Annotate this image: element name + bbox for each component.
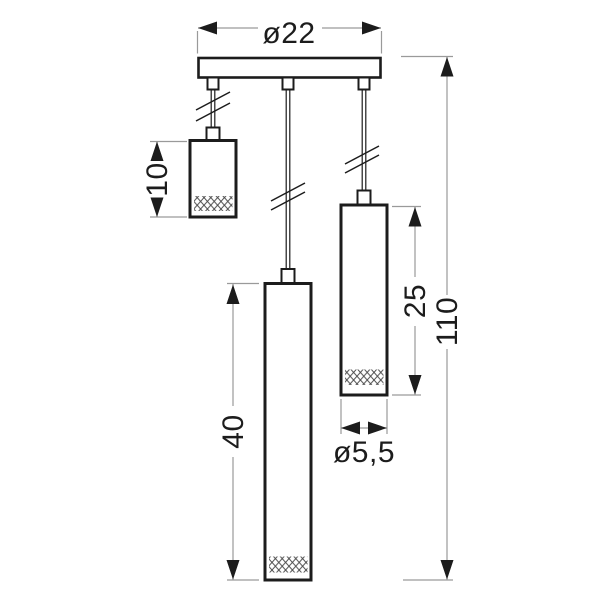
dim-label-total-height: 110 — [431, 297, 464, 346]
arrow-up-icon — [150, 141, 164, 161]
dim-shade-diameter: ø5,5 — [333, 399, 395, 469]
extension-lines — [401, 55, 453, 581]
arrow-up-icon — [440, 57, 454, 77]
arrow-left-icon — [341, 421, 360, 435]
arrow-down-icon — [226, 560, 240, 580]
lamp-body — [188, 56, 389, 582]
hatch-band-medium — [345, 369, 384, 385]
shade-socket-right — [356, 189, 372, 206]
dim-label-long-shade-height: 40 — [217, 414, 250, 448]
arrow-down-icon — [440, 560, 454, 580]
dim-long-shade-height: 40 — [217, 282, 259, 581]
hatch-band-long — [269, 556, 308, 573]
extension-lines — [196, 31, 383, 54]
cord-grip-right — [357, 76, 371, 91]
arrow-up-icon — [408, 207, 422, 227]
arrow-up-icon — [226, 284, 240, 304]
dim-label-canopy-diameter: ø22 — [262, 17, 315, 50]
shade-medium — [339, 203, 389, 397]
cord-break-right-icon — [344, 145, 380, 174]
shade-long — [263, 282, 313, 582]
dim-label-medium-shade-height: 25 — [399, 284, 432, 318]
dim-medium-shade-height: 25 — [392, 205, 432, 396]
dim-total-height: 110 — [401, 55, 464, 581]
hatch-band-small — [194, 196, 233, 211]
ceiling-plate — [197, 56, 382, 79]
dim-label-shade-diameter: ø5,5 — [333, 436, 395, 469]
extension-lines — [150, 140, 187, 218]
arrow-right-icon — [362, 21, 381, 35]
arrow-left-icon — [198, 21, 217, 35]
cord-grip-left — [206, 76, 220, 91]
cord-break-center-icon — [270, 182, 306, 211]
cord-break-left-icon — [195, 91, 231, 122]
shade-socket-center — [280, 268, 296, 285]
arrow-down-icon — [408, 375, 422, 395]
arrow-down-icon — [150, 197, 164, 217]
extension-lines — [227, 282, 259, 581]
cord-right — [361, 89, 367, 191]
shade-socket-left — [205, 126, 221, 142]
cord-center — [285, 89, 291, 269]
cord-grip-center — [281, 76, 295, 91]
dim-small-shade-height: 10 — [141, 140, 187, 218]
dim-canopy-diameter: ø22 — [196, 17, 383, 54]
cord-left — [210, 89, 216, 128]
extension-lines — [392, 205, 421, 396]
arrow-right-icon — [368, 421, 387, 435]
dim-label-small-shade-height: 10 — [141, 162, 174, 196]
